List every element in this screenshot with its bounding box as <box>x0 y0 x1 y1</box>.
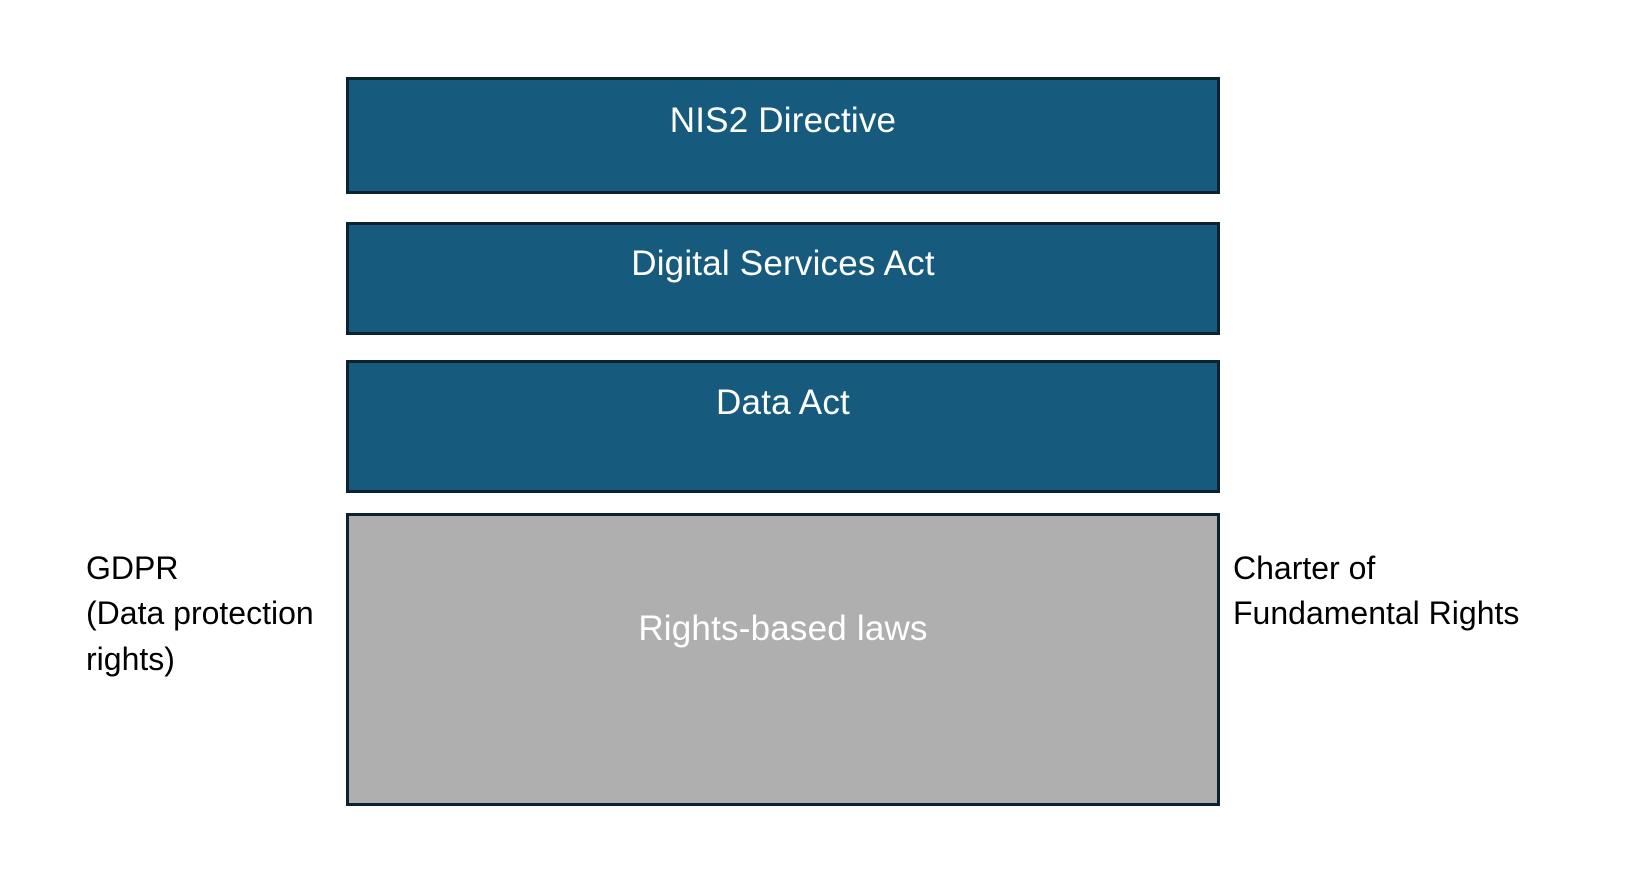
layer-label-data-act: Data Act <box>716 383 850 422</box>
layer-label-nis2: NIS2 Directive <box>669 101 897 140</box>
layer-label-digital-services-act: Digital Services Act <box>631 244 935 283</box>
layer-box-data-act: Data Act <box>346 360 1220 493</box>
annotation-gdpr: GDPR (Data protection rights) <box>86 550 314 677</box>
layer-box-nis2: NIS2 Directive <box>346 77 1220 194</box>
annotation-charter-of-fundamental-rights: Charter of Fundamental Rights <box>1233 550 1520 632</box>
layer-label-rights-based-laws: Rights-based laws <box>638 609 928 648</box>
layer-box-rights-based-laws: Rights-based laws <box>346 513 1220 806</box>
layer-box-digital-services-act: Digital Services Act <box>346 222 1220 335</box>
